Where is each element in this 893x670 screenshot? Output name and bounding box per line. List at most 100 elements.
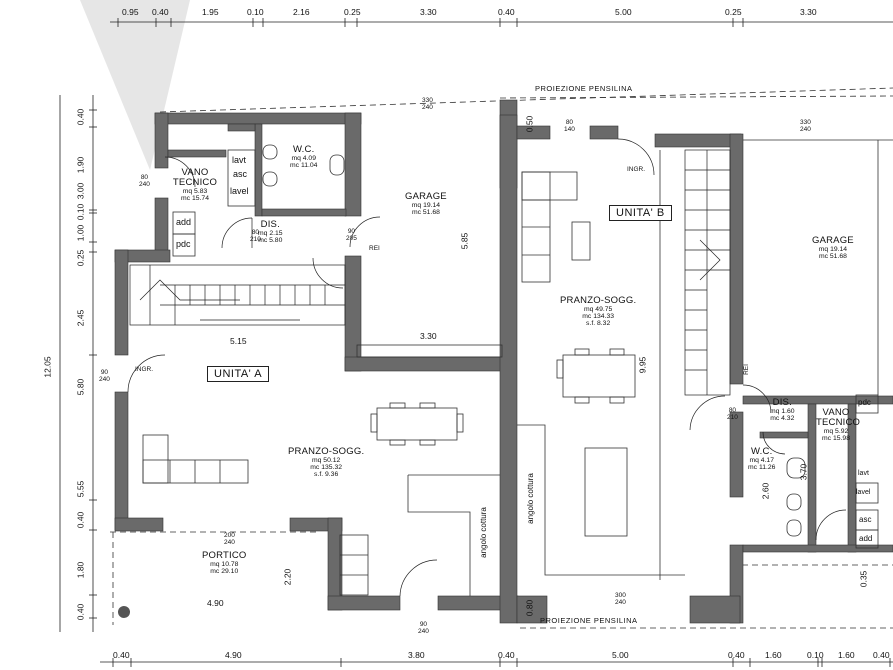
door-width: 90 xyxy=(347,228,356,235)
bottom-dim-10: 0.40 xyxy=(873,650,890,660)
room-area: mq 5.83 xyxy=(182,187,208,195)
entrance-label-b: INGR. xyxy=(627,166,646,173)
room-area: mq 5.92 xyxy=(823,427,849,435)
room-sf: s.f. 9.36 xyxy=(314,471,339,479)
room-volume: mc 15.98 xyxy=(822,435,850,443)
top-dim-4: 0.10 xyxy=(247,7,264,17)
room-area: mq 10.78 xyxy=(210,560,239,568)
room-sf: s.f. 8.32 xyxy=(586,320,611,328)
fixture-asc-a: asc xyxy=(233,169,248,179)
projection-label-bottom: PROIEZIONE PENSILINA xyxy=(540,616,638,625)
bottom-dim-4: 0.40 xyxy=(498,650,515,660)
interior-dim-995: 9.95 xyxy=(637,356,648,374)
left-dim-2: 1.90 xyxy=(75,156,86,174)
room-name: VANO TECNICO xyxy=(816,407,861,428)
door-width: 200 xyxy=(224,532,235,539)
room-pranzo-sogg-a: PRANZO-SOGG. mq 50.12 mc 135.32 s.f. 9.3… xyxy=(288,447,364,479)
room-area: mq 4.17 xyxy=(749,456,774,464)
door-width: 90 xyxy=(100,369,109,376)
rei-label-b: REI xyxy=(742,364,750,375)
top-dim-11: 3.30 xyxy=(800,7,817,17)
room-vano-tecnico-a: VANO TECNICO mq 5.83 mc 15.74 xyxy=(172,168,218,203)
fixture-lavel-a: lavel xyxy=(230,186,249,196)
bottom-dim-6: 0.40 xyxy=(728,650,745,660)
interior-dim-050: 0.50 xyxy=(524,115,535,133)
door-height: 140 xyxy=(564,125,575,133)
marker-circle xyxy=(118,606,130,618)
bottom-dim-5: 5.00 xyxy=(612,650,629,660)
bottom-dim-2: 4.90 xyxy=(225,650,242,660)
door-width: 300 xyxy=(615,592,626,599)
unit-b-label: UNITA' B xyxy=(609,205,672,221)
dimension-ticks xyxy=(89,18,891,667)
room-area: mq 19.14 xyxy=(411,201,441,209)
door-height: 210 xyxy=(250,235,261,243)
top-dim-2: 0.40 xyxy=(152,7,169,17)
projection-lines xyxy=(110,87,893,629)
fixture-add-a: add xyxy=(176,217,192,227)
room-area: mq 2.15 xyxy=(258,229,283,237)
dimension-lines xyxy=(59,21,893,663)
left-dim-8: 5.80 xyxy=(75,378,86,396)
room-volume: mc 4.32 xyxy=(770,415,795,423)
room-name: PRANZO-SOGG. xyxy=(560,295,637,306)
left-dim-5: 1.00 xyxy=(75,224,86,242)
top-dim-5: 2.16 xyxy=(293,7,310,17)
shading-artifact xyxy=(80,0,190,170)
room-area: mq 49.75 xyxy=(583,305,613,313)
door-width: 80 xyxy=(565,119,574,126)
bottom-dim-7: 1.60 xyxy=(765,650,782,660)
interior-dim-220: 2.20 xyxy=(282,568,293,586)
bottom-dim-3: 3.80 xyxy=(408,650,425,660)
fixture-lavt-b: lavt xyxy=(858,470,869,477)
projection-label-top: PROIEZIONE PENSILINA xyxy=(535,84,633,93)
left-dim-4: 0.10 xyxy=(75,203,86,221)
furniture xyxy=(142,139,893,596)
entrance-label-a: INGR. xyxy=(135,366,154,373)
room-volume: mc 11.26 xyxy=(748,464,776,472)
door-height: 205 xyxy=(346,234,357,242)
top-dim-3: 1.95 xyxy=(202,7,219,17)
fixture-pdc-a: pdc xyxy=(176,239,191,249)
stairs-a xyxy=(129,264,346,326)
interior-dim-260: 2.60 xyxy=(760,482,771,500)
fixture-add-b: add xyxy=(859,534,873,543)
top-dim-10: 0.25 xyxy=(725,7,742,17)
door-height: 240 xyxy=(224,538,235,546)
left-dim-12: 0.40 xyxy=(75,603,86,621)
top-dim-1: 0.95 xyxy=(122,7,139,17)
door-height: 240 xyxy=(418,627,429,635)
left-dim-10: 0.40 xyxy=(75,511,86,529)
door-height: 210 xyxy=(727,413,738,421)
room-pranzo-sogg-b: PRANZO-SOGG. mq 49.75 mc 134.33 s.f. 8.3… xyxy=(560,295,637,328)
door-height: 240 xyxy=(139,180,150,188)
interior-dim-585: 5.85 xyxy=(459,232,470,250)
kitchen-label-a: angolo cottura xyxy=(478,507,488,558)
top-dim-6: 0.25 xyxy=(344,7,361,17)
fixture-pdc-b: pdc xyxy=(858,398,871,407)
door-height: 240 xyxy=(800,125,811,133)
room-volume: mc 135.32 xyxy=(310,464,343,472)
interior-dim-330: 3.30 xyxy=(420,331,437,341)
room-name: DIS. xyxy=(260,219,280,230)
room-wc-a: W.C. mq 4.09 mc 11.04 xyxy=(290,145,318,170)
bottom-dim-9: 1.60 xyxy=(838,650,855,660)
room-volume: mc 15.74 xyxy=(181,195,209,203)
room-area: mq 19.14 xyxy=(818,245,848,253)
unit-a-label: UNITA' A xyxy=(207,366,270,382)
bottom-dim-8: 0.10 xyxy=(807,650,824,660)
door-height: 240 xyxy=(99,375,110,383)
door-width: 90 xyxy=(419,621,428,628)
room-volume: mc 11.04 xyxy=(290,162,318,170)
top-dim-8: 0.40 xyxy=(498,7,515,17)
fixture-asc-b: asc xyxy=(859,515,872,524)
interior-dim-515: 5.15 xyxy=(230,336,247,346)
door-width: 80 xyxy=(251,229,260,236)
room-portico: PORTICO mq 10.78 mc 29.10 xyxy=(202,551,247,576)
